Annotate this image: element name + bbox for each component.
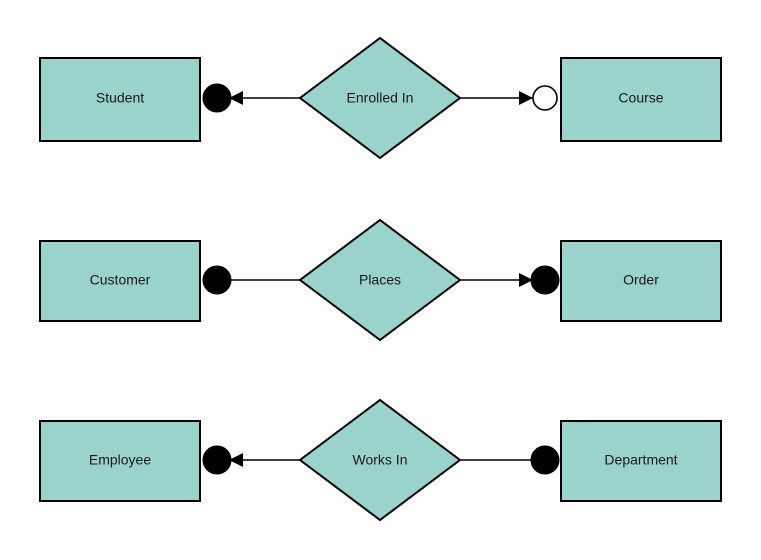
entity-box-customer[interactable] — [39, 240, 201, 322]
relationship-label-works-in: Works In — [353, 452, 408, 468]
entity-label-order: Order — [623, 272, 659, 288]
cardinality-filled-circle-department — [530, 445, 560, 475]
entity-box-department[interactable] — [560, 420, 722, 502]
cardinality-filled-circle-employee — [202, 445, 232, 475]
entity-box-student[interactable] — [39, 57, 201, 142]
cardinality-filled-circle-student — [202, 83, 232, 113]
cardinality-filled-circle-order — [530, 265, 560, 295]
relationship-diamond-works-in[interactable] — [298, 398, 462, 522]
relationship-diamond-places[interactable] — [298, 218, 462, 342]
cardinality-filled-circle-customer — [202, 265, 232, 295]
relationship-diamond-enrolled-in[interactable] — [298, 36, 462, 160]
arrowhead-left-student — [229, 91, 243, 105]
entity-label-student: Student — [96, 90, 144, 106]
entity-label-course: Course — [618, 90, 663, 106]
er-row-customer-order: Customer Places Order — [39, 218, 722, 342]
relationship-label-enrolled-in: Enrolled In — [347, 90, 414, 106]
arrowhead-right-order — [519, 273, 533, 287]
entity-box-employee[interactable] — [39, 420, 201, 502]
entity-label-customer: Customer — [90, 272, 151, 288]
entity-label-department: Department — [604, 452, 677, 468]
er-row-employee-department: Employee Works In Department — [39, 398, 722, 522]
cardinality-hollow-circle-course — [532, 85, 558, 111]
entity-box-order[interactable] — [560, 240, 722, 322]
relationship-label-places: Places — [359, 272, 401, 288]
entity-label-employee: Employee — [89, 452, 151, 468]
arrowhead-left-employee — [229, 453, 243, 467]
er-row-student-course: Student Enrolled In Course — [39, 36, 722, 160]
arrowhead-right-course — [519, 91, 533, 105]
entity-box-course[interactable] — [560, 57, 722, 142]
